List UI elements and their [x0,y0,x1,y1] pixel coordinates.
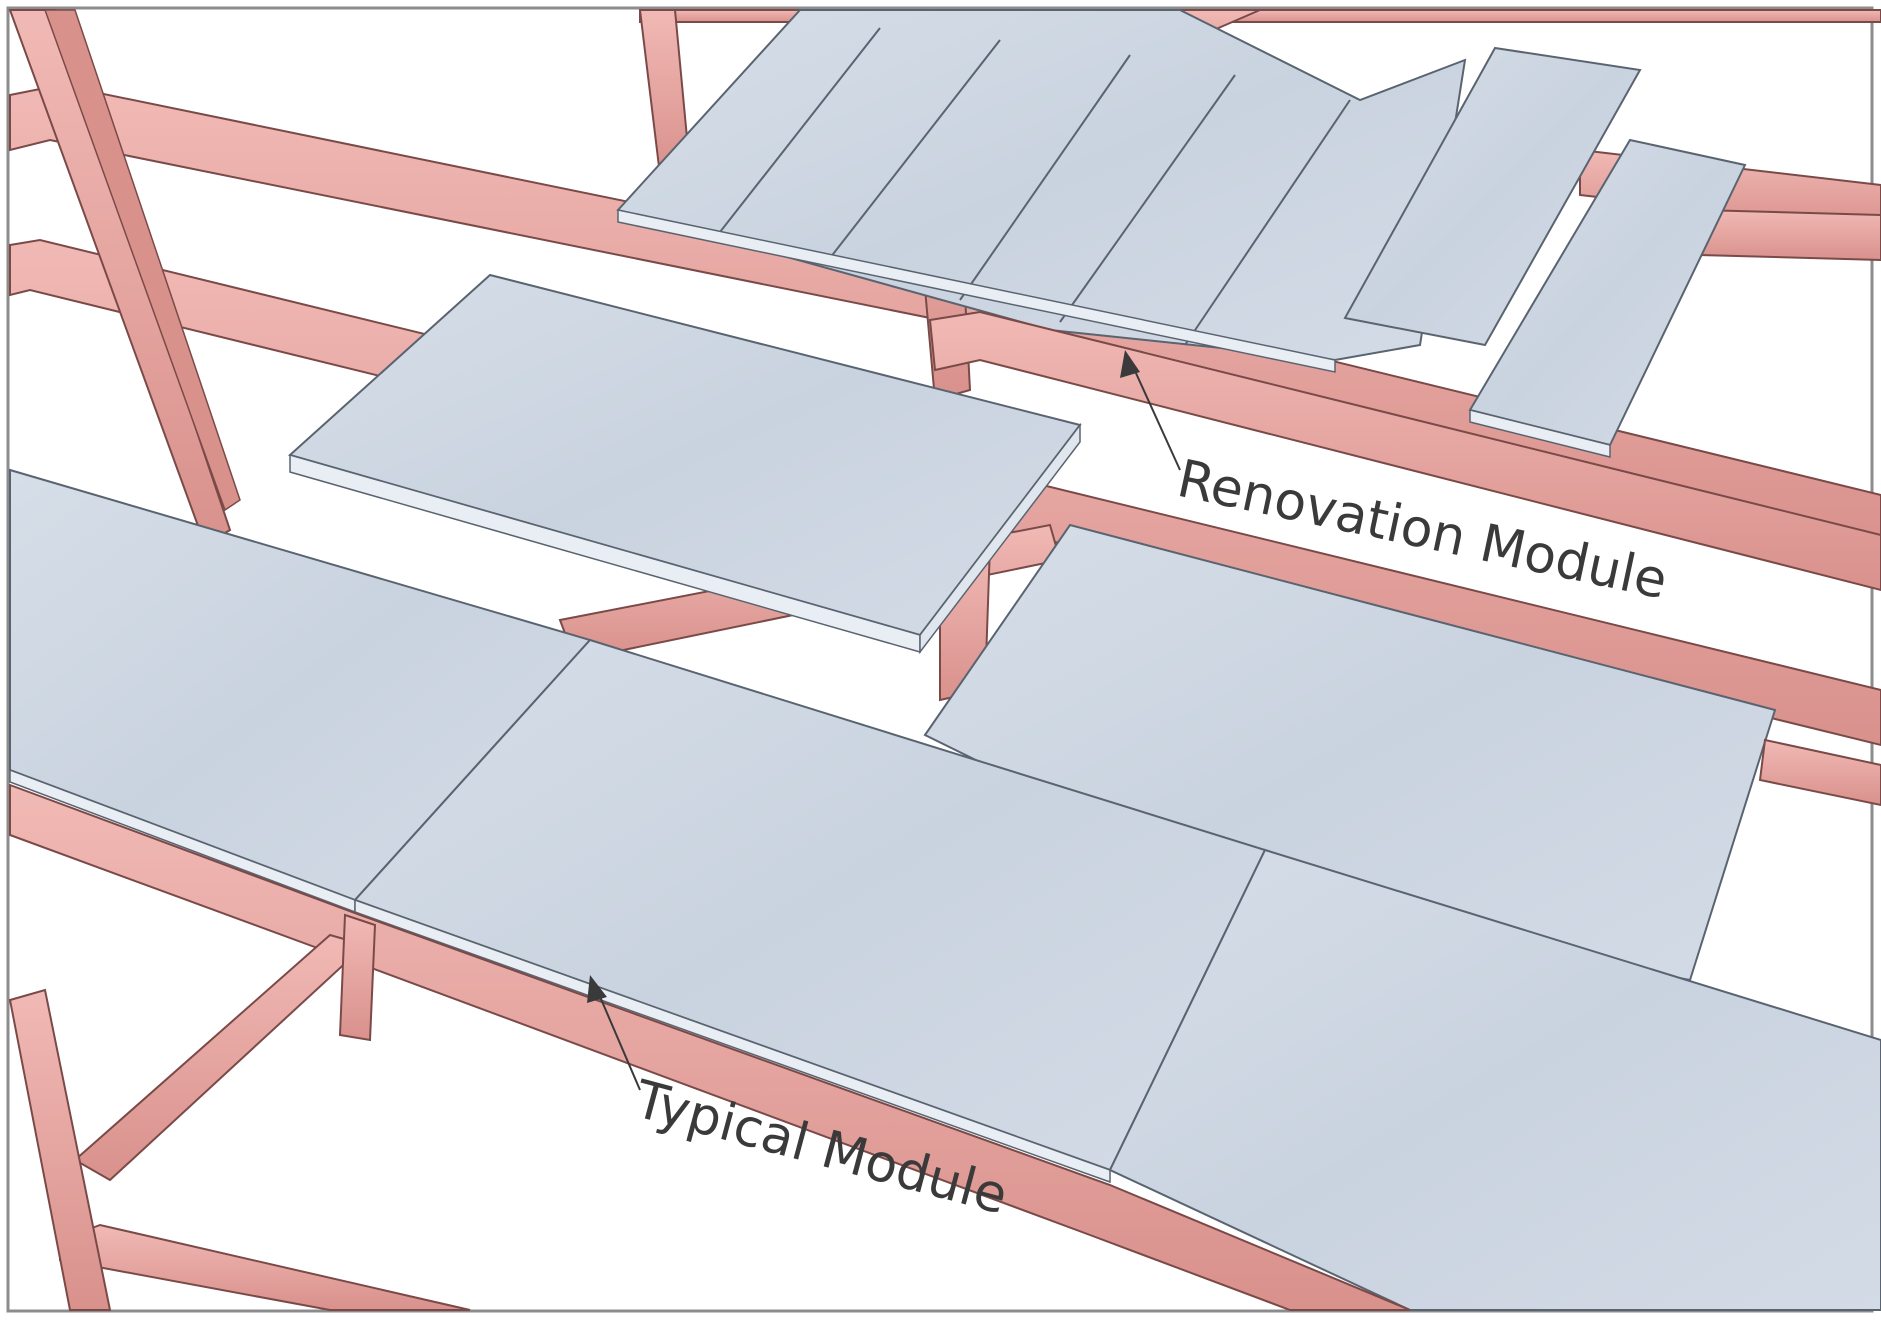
floating-slab-side-right [919,422,1081,655]
plank-joint [719,27,881,233]
slab-edge [354,898,1111,1184]
renovation-plank [616,9,1467,362]
plank-edge [617,209,1336,373]
column-left-diagonal-2 [43,9,241,512]
beam-front-long [9,783,1411,1311]
column-front-mid [338,913,377,1042]
beam-right-mid [1758,738,1881,807]
beam-right-upper-2 [1699,208,1881,262]
steel-frame-front-upper [928,310,1881,592]
plank-joint [829,39,1001,259]
typical-module-slabs [9,468,1881,1311]
beam-front-upper [928,310,1881,592]
typical-arrow-head [587,975,607,1003]
plank-edge [1469,409,1611,458]
column-front-left [8,988,112,1311]
floating-slab [287,273,1082,655]
renovation-plank-right [1343,46,1642,347]
plank-joint [1059,74,1236,323]
typical-slab-front-right [1108,848,1881,1311]
column-left-diagonal [8,9,232,547]
renovation-arrow-head [1120,350,1140,378]
plank-joint [959,54,1131,301]
renovation-leader-line [1129,359,1181,471]
typical-leader-line [594,984,641,1091]
renovation-module-planks [616,9,1747,458]
plank-joint [1184,99,1351,346]
steel-frame-front [8,738,1881,1311]
